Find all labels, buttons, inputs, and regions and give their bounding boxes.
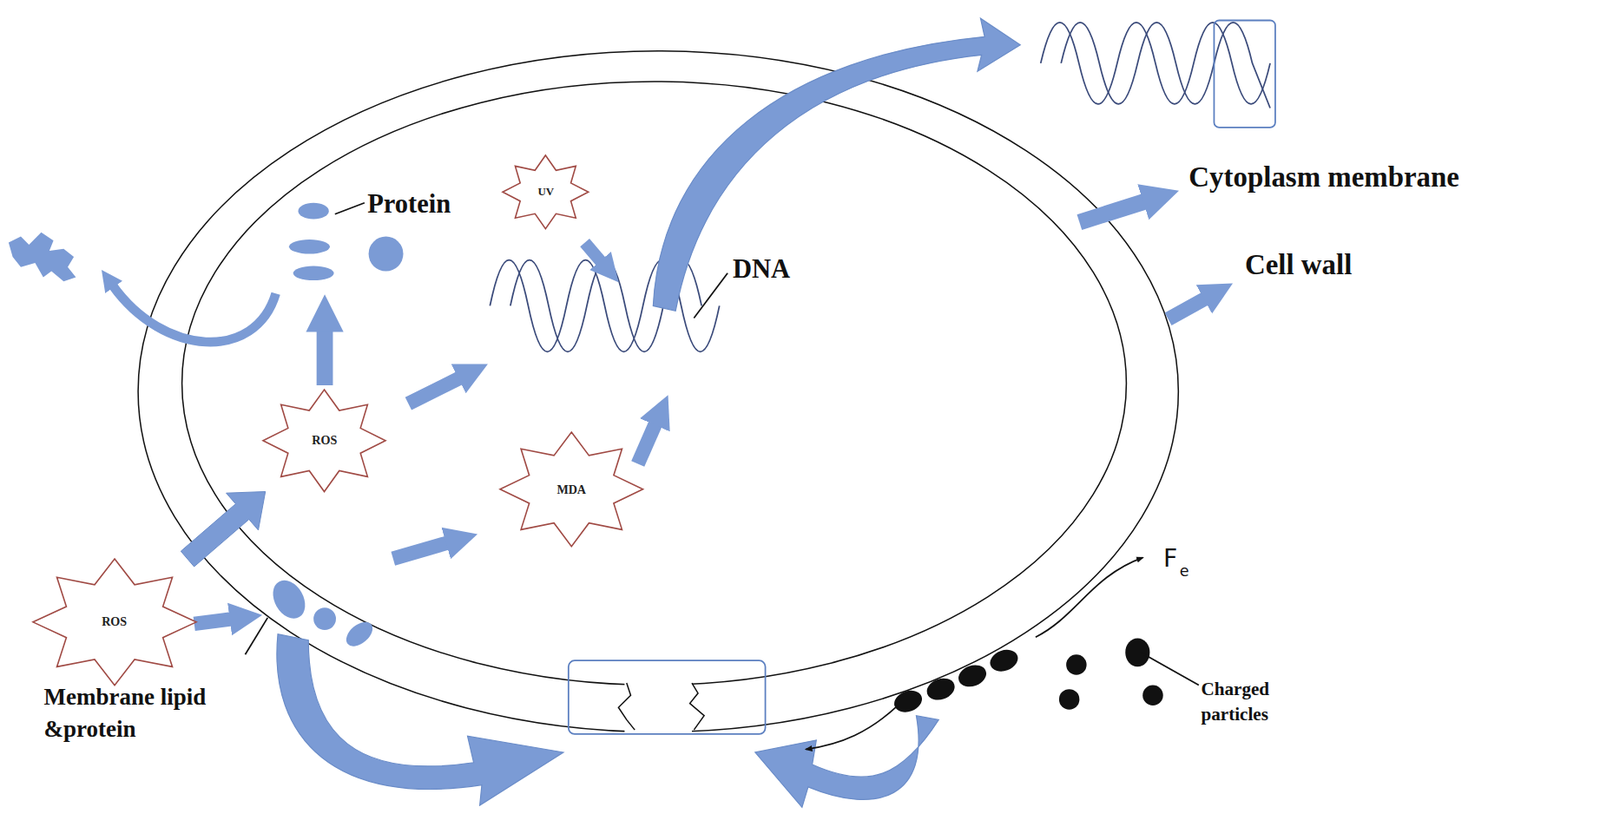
leader-line bbox=[1140, 652, 1199, 686]
damage-box bbox=[1213, 19, 1275, 127]
text-label: Cell wall bbox=[1244, 249, 1352, 281]
block-arrow bbox=[408, 377, 461, 405]
star-shape bbox=[32, 559, 197, 686]
leader-line bbox=[244, 618, 268, 655]
text-label: Cytoplasm membrane bbox=[1188, 161, 1460, 193]
node-label: ROS bbox=[101, 614, 127, 630]
protein-shape bbox=[298, 203, 330, 220]
torn-edge bbox=[618, 683, 635, 731]
curved-arrow bbox=[276, 634, 564, 806]
membrane-protein bbox=[313, 607, 336, 631]
star-node: ROS bbox=[263, 389, 386, 493]
node-label: UV bbox=[537, 184, 554, 199]
membrane-gap bbox=[624, 672, 692, 738]
charged-particle bbox=[987, 646, 1021, 676]
node-label: MDA bbox=[556, 482, 587, 498]
block-arrow bbox=[316, 328, 334, 386]
star-node: ROS bbox=[32, 559, 197, 686]
block-arrow bbox=[638, 421, 657, 464]
block-arrow bbox=[585, 243, 603, 264]
force-arrow bbox=[1035, 558, 1143, 639]
text-label: Charged particles bbox=[1200, 677, 1304, 727]
protein-shape bbox=[368, 237, 404, 272]
text-label: e bbox=[1179, 563, 1190, 580]
charged-particle bbox=[1125, 638, 1150, 667]
text-label: Protein bbox=[367, 190, 451, 220]
star-node: MDA bbox=[500, 432, 644, 547]
charged-particle bbox=[891, 687, 926, 717]
charged-particle bbox=[923, 674, 958, 704]
cytoplasm-membrane-ellipse bbox=[182, 81, 1127, 685]
node-label: ROS bbox=[311, 433, 337, 448]
charged-particle bbox=[955, 661, 990, 691]
membrane-protein bbox=[266, 574, 312, 625]
block-arrow bbox=[1168, 297, 1208, 320]
star-shape bbox=[500, 432, 644, 547]
dna-strand bbox=[1040, 22, 1271, 105]
force-arrow bbox=[806, 705, 899, 751]
curved-arrow bbox=[112, 285, 277, 343]
leader-line bbox=[335, 203, 365, 215]
protein-shape bbox=[293, 266, 335, 281]
text-label: Membrane lipid &protein bbox=[44, 681, 264, 745]
star-node: UV bbox=[502, 155, 589, 230]
charged-particle bbox=[1066, 654, 1087, 675]
protein-shape bbox=[289, 239, 330, 254]
star-shape bbox=[502, 155, 589, 230]
curved-arrow bbox=[652, 18, 1021, 311]
leader-line bbox=[693, 273, 728, 319]
protein-fragment bbox=[8, 232, 77, 282]
block-arrow bbox=[1079, 200, 1147, 223]
membrane-protein bbox=[342, 617, 378, 652]
block-arrow bbox=[393, 542, 450, 560]
damage-box bbox=[568, 660, 766, 735]
block-arrow bbox=[194, 618, 234, 625]
charged-particle bbox=[1059, 689, 1080, 710]
curved-arrow bbox=[755, 716, 939, 809]
star-shape bbox=[263, 389, 386, 493]
torn-edge bbox=[690, 683, 705, 731]
charged-particle bbox=[1142, 684, 1163, 705]
text-label: F bbox=[1163, 545, 1178, 573]
text-label: DNA bbox=[732, 255, 791, 285]
block-arrow bbox=[180, 492, 265, 568]
cell-wall-ellipse bbox=[138, 51, 1179, 733]
dna-strand bbox=[1060, 22, 1271, 109]
